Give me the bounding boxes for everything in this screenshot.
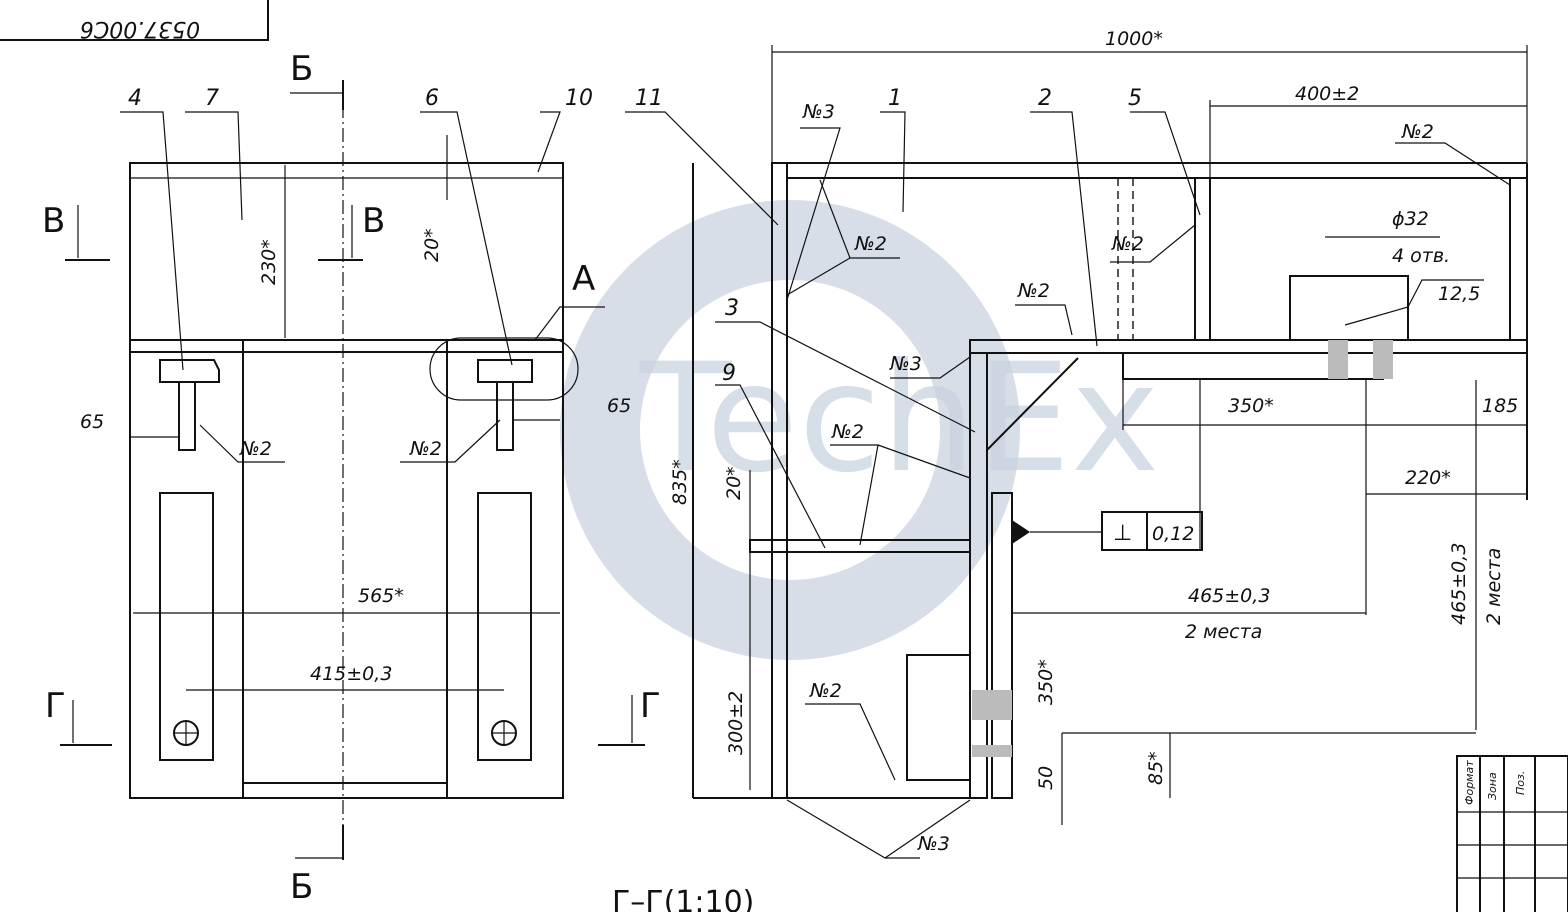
pos-6: 6 — [425, 86, 439, 111]
weld-n2: №2 — [831, 421, 864, 443]
section-mark-g-right: Г — [640, 686, 661, 726]
watermark-text: TechEx — [639, 332, 1160, 506]
dim-835: 835* — [669, 459, 691, 505]
section-mark-b-bottom: Б — [290, 867, 313, 907]
dim-350-horizontal: 350* — [1228, 395, 1274, 417]
hole-count: 4 отв. — [1392, 245, 1450, 267]
dim-65-right: 65 — [607, 395, 631, 417]
section-mark-v-left: В — [42, 201, 65, 241]
roughness-value: 12,5 — [1438, 283, 1480, 305]
pos-4: 4 — [128, 86, 142, 111]
dim-565: 565* — [358, 585, 404, 607]
dim-2-places-vertical: 2 места — [1483, 548, 1505, 625]
pos-11: 11 — [635, 86, 663, 111]
dim-465-vertical: 465±0,3 — [1448, 543, 1470, 625]
dim-300: 300±2 — [725, 691, 747, 755]
pos-1: 1 — [888, 86, 902, 111]
weld-n2: №2 — [809, 680, 842, 702]
dim-400: 400±2 — [1295, 83, 1359, 105]
title-block: Формат Зона Поз. — [1456, 755, 1568, 912]
drawing-code: 0537.00C6 — [80, 16, 200, 41]
weld-n2: №2 — [409, 438, 442, 460]
dim-230: 230* — [258, 239, 280, 285]
header-zone: Зона — [1486, 772, 1499, 800]
dim-1000: 1000* — [1105, 28, 1163, 50]
pos-2: 2 — [1038, 86, 1052, 111]
dim-50: 50 — [1035, 766, 1057, 790]
header-pos: Поз. — [1514, 771, 1527, 795]
detail-mark-a: А — [572, 259, 595, 299]
pos-10: 10 — [565, 86, 593, 111]
weld-n3: №3 — [889, 353, 922, 375]
hole-diameter: ϕ32 — [1392, 208, 1429, 230]
weld-n3: №3 — [917, 833, 950, 855]
dim-465: 465±0,3 — [1188, 585, 1270, 607]
weld-n3: №3 — [802, 101, 835, 123]
weld-n2: №2 — [239, 438, 272, 460]
dim-185: 185 — [1482, 395, 1518, 417]
weld-n2: №2 — [1017, 280, 1050, 302]
section-mark-b-top: Б — [290, 49, 313, 89]
dim-20-right: 20* — [723, 466, 745, 500]
dim-2-places: 2 места — [1185, 621, 1262, 643]
dim-220: 220* — [1405, 467, 1451, 489]
drawing-code-stamp: 0537.00C6 — [0, 0, 269, 41]
perpendicularity-symbol: ⊥ — [1113, 521, 1132, 546]
pos-3: 3 — [725, 296, 739, 321]
weld-n2: №2 — [854, 233, 887, 255]
dim-65-left: 65 — [80, 411, 104, 433]
dim-415: 415±0,3 — [310, 663, 392, 685]
header-format: Формат — [1463, 760, 1476, 805]
tolerance-value: 0,12 — [1152, 523, 1194, 545]
section-mark-g-left: Г — [45, 686, 66, 726]
section-mark-v-right: В — [362, 201, 385, 241]
dim-20: 20* — [421, 228, 443, 262]
labels: Б Б В В Г Г А Г–Г(1:10) 4 7 6 10 11 1 2 … — [42, 28, 1518, 912]
pos-9: 7 — [205, 86, 219, 111]
weld-n2: №2 — [1111, 233, 1144, 255]
section-title: Г–Г(1:10) — [612, 885, 754, 912]
front-view — [60, 80, 645, 860]
dim-85: 85* — [1145, 751, 1167, 785]
dim-350-vertical: 350* — [1035, 659, 1057, 705]
weld-n2: №2 — [1401, 121, 1434, 143]
section-view — [625, 45, 1528, 859]
pos-5: 5 — [1128, 86, 1142, 111]
techex-watermark: TechEx — [560, 200, 1160, 660]
pos-7: 9 — [722, 361, 736, 386]
